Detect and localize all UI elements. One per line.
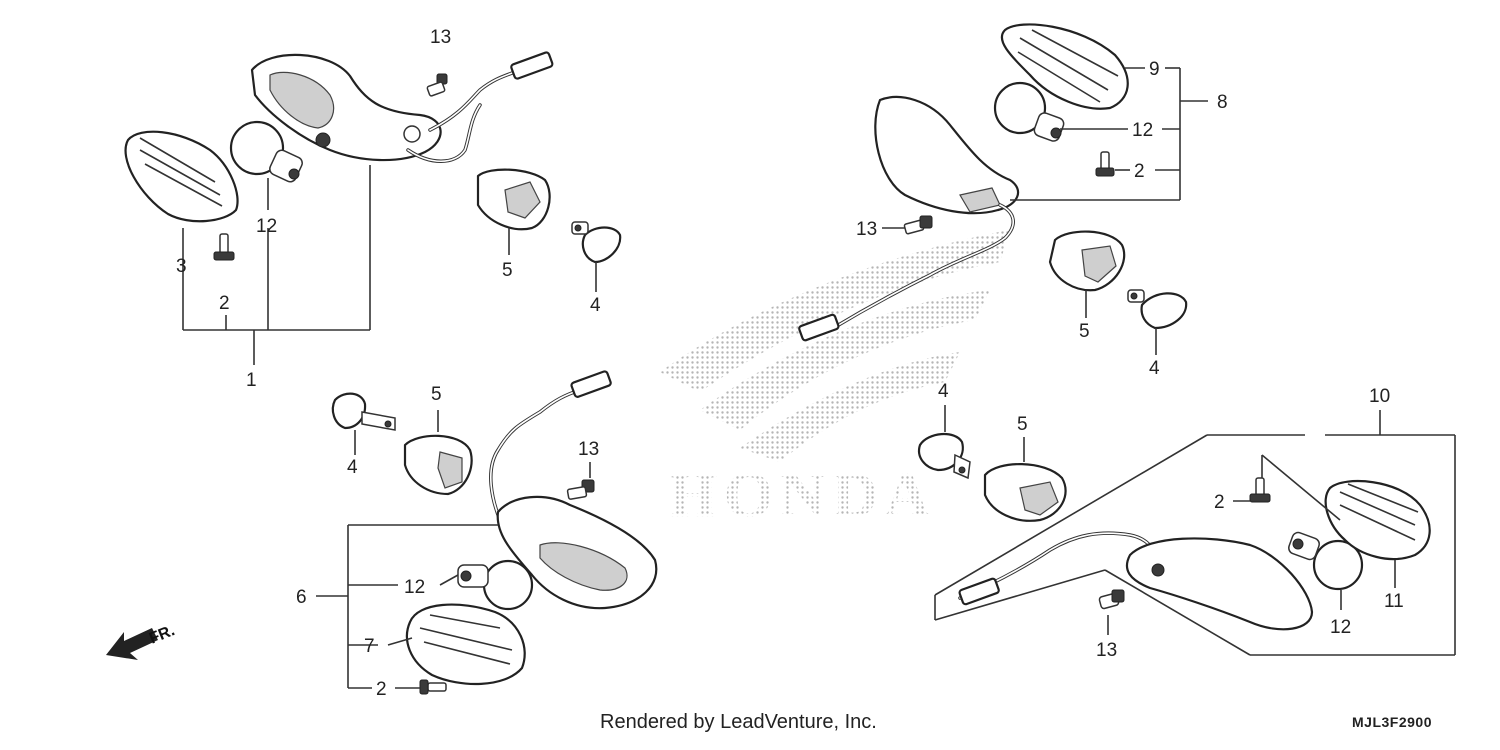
housing-10 (1125, 537, 1314, 631)
bulb-12-b (457, 559, 534, 611)
screw-13-d (1098, 589, 1125, 610)
callout-13-b: 13 (578, 439, 599, 460)
callout-13: 13 (430, 27, 451, 48)
callout-11: 11 (1384, 591, 1404, 612)
connector-8 (798, 313, 840, 342)
lens-11 (1324, 479, 1431, 560)
grommet-4-d (917, 433, 971, 480)
grommet-4 (571, 221, 622, 264)
callout-8: 8 (1217, 92, 1228, 113)
screw-2 (213, 233, 235, 261)
callout-4-c: 4 (1149, 358, 1160, 379)
callout-3: 3 (176, 256, 187, 277)
honda-wing-watermark (660, 230, 1010, 462)
screw-2-b (419, 679, 447, 695)
bulb-12-d (1288, 531, 1364, 591)
lens-7 (405, 603, 526, 686)
honda-watermark-text: HONDA (668, 459, 936, 530)
callout-13-c: 13 (856, 219, 877, 240)
socket-5-c (1048, 230, 1126, 292)
callout-2-d: 2 (1214, 492, 1225, 513)
grommet-4-b (331, 392, 396, 431)
grommet-4-c (1127, 289, 1188, 330)
screw-2-d (1249, 477, 1271, 503)
assembly-10-turn-signal (917, 405, 1456, 656)
leaders-assembly-1 (182, 165, 597, 365)
render-credit: Rendered by LeadVenture, Inc. (600, 711, 877, 733)
connector-1 (510, 51, 554, 80)
diagram-code: MJL3F2900 (1352, 714, 1432, 730)
leaders-assembly-6 (316, 410, 591, 689)
callout-9: 9 (1149, 59, 1160, 80)
assembly-8-turn-signal (798, 23, 1208, 355)
socket-5-d (983, 463, 1067, 522)
callout-2: 2 (219, 293, 230, 314)
socket-5-b (403, 434, 473, 496)
screw-13 (426, 73, 448, 97)
socket-5 (476, 168, 551, 231)
callout-12: 12 (256, 216, 277, 237)
lens-3 (124, 130, 239, 223)
callout-5-d: 5 (1017, 414, 1028, 435)
callout-10: 10 (1369, 386, 1390, 407)
assembly-1-turn-signal (124, 51, 622, 365)
screw-13-c (903, 215, 933, 235)
connector-10 (958, 577, 1000, 606)
callout-2-c: 2 (1134, 161, 1145, 182)
callout-7: 7 (364, 636, 375, 657)
bulb-12-c (993, 81, 1065, 142)
callout-4: 4 (590, 295, 601, 316)
callout-5-b: 5 (431, 384, 442, 405)
assembly-6-turn-signal (316, 370, 658, 695)
bulb-12 (229, 120, 303, 183)
leaders-assembly-10 (934, 405, 1456, 656)
callout-12-b: 12 (404, 577, 425, 598)
lens-9 (1000, 23, 1129, 110)
front-direction-label: FR. (147, 622, 177, 647)
screw-2-c (1095, 151, 1115, 177)
callout-12-d: 12 (1330, 617, 1351, 638)
leaders-assembly-8 (882, 67, 1208, 355)
screw-13-b (566, 479, 595, 500)
callout-numbers: 1 2 3 4 5 12 13 4 5 6 7 12 2 13 8 9 12 2… (176, 27, 1404, 700)
front-direction-arrow: FR. (106, 622, 177, 660)
callout-2-b: 2 (376, 679, 387, 700)
callout-6: 6 (296, 587, 307, 608)
callout-1: 1 (246, 370, 257, 391)
callout-5-c: 5 (1079, 321, 1090, 342)
callout-13-d: 13 (1096, 640, 1117, 661)
callout-4-d: 4 (938, 381, 949, 402)
callout-5: 5 (502, 260, 513, 281)
housing-8 (874, 96, 1020, 215)
housing-1 (250, 53, 442, 162)
housing-6 (496, 495, 658, 610)
callout-4-b: 4 (347, 457, 358, 478)
callout-12-c: 12 (1132, 120, 1153, 141)
connector-6 (570, 370, 612, 398)
